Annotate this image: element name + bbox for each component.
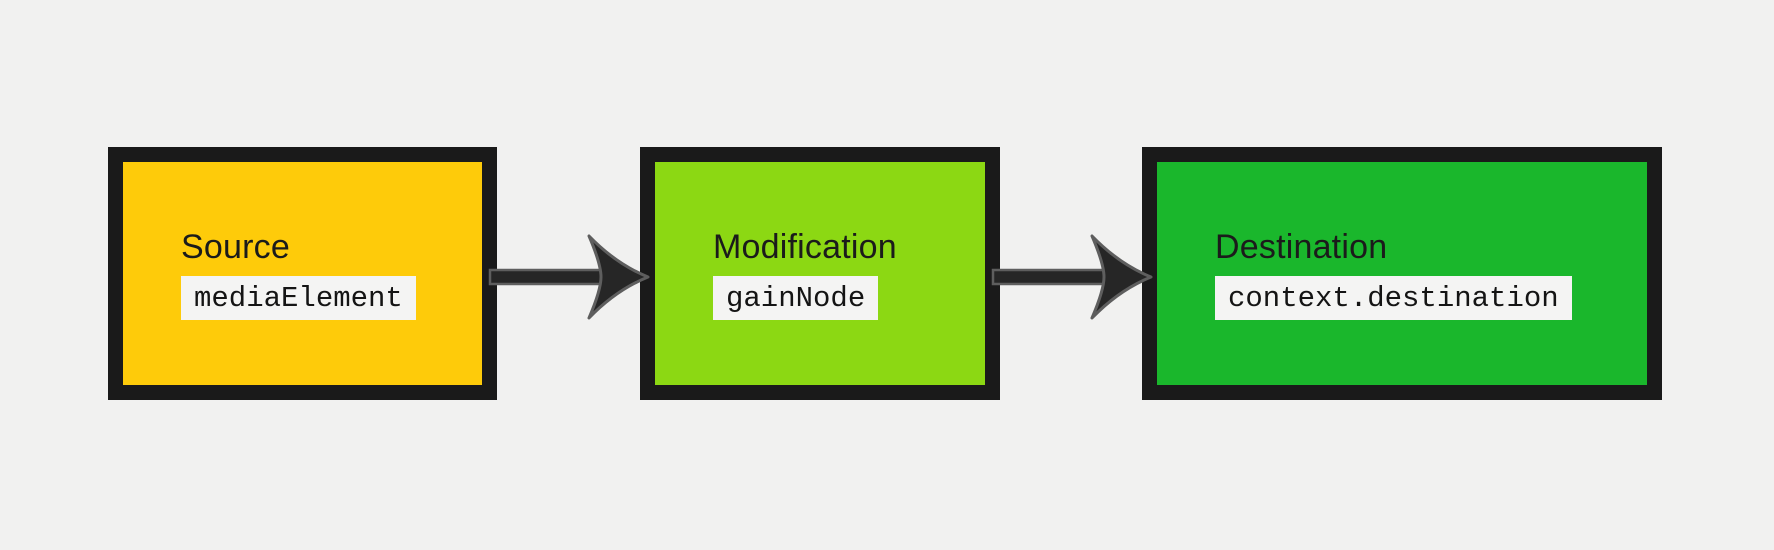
- arrow-shaft: [991, 268, 1111, 286]
- node-modification-code: gainNode: [713, 276, 879, 321]
- node-destination-label: Destination: [1215, 227, 1388, 266]
- arrow-shaft: [488, 268, 608, 286]
- arrow-modification-to-destination-icon: [991, 234, 1153, 320]
- node-destination-code: context.destination: [1215, 276, 1572, 321]
- node-source: Source mediaElement: [108, 147, 497, 400]
- node-destination: Destination context.destination: [1142, 147, 1662, 400]
- node-modification-label: Modification: [713, 227, 897, 266]
- arrow-source-to-modification-icon: [488, 234, 650, 320]
- node-modification: Modification gainNode: [640, 147, 1000, 400]
- node-source-code: mediaElement: [181, 276, 416, 321]
- node-source-label: Source: [181, 227, 290, 266]
